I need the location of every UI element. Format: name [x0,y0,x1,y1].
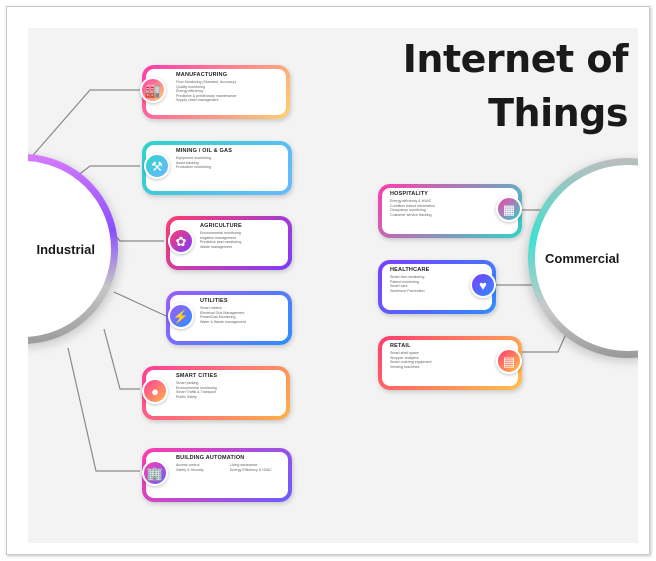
card-item: Smart meters [200,306,222,310]
card-item: Energy efficiency & HVAC [390,199,432,203]
card-utilities: UTILITIES Smart meters Electrical Grid M… [166,291,292,345]
card-title: AGRICULTURE [200,223,242,229]
card-smart-cities: SMART CITIES Smart parking Environmental… [142,366,290,420]
card-title: SMART CITIES [176,373,218,379]
card-item: Workforce Prevention [390,288,425,293]
connector-smart-cities [103,328,140,390]
card-item: Living assistance [230,463,258,467]
power-plug-icon: ⚡ [168,303,194,329]
card-items: Smart bed monitoring Patient monitoring … [390,275,462,293]
plant-icon: ✿ [168,228,194,254]
card-items: Environmental monitoring Irrigation mana… [200,231,280,249]
card-item: Smart parking [176,381,199,385]
card-agriculture: AGRICULTURE Environmental monitoring Irr… [166,216,292,270]
card-item: Power/Gas Monitoring [200,315,236,320]
card-item: Supply chain management [176,98,219,103]
card-item: Smart shelf space [390,351,419,355]
building-icon: 🏢 [142,460,168,486]
connector-agriculture [105,223,164,242]
card-item: Vending machines [390,364,420,369]
card-title: HOSPITALITY [390,191,429,197]
heart-hands-icon: ♥ [470,272,496,298]
card-manufacturing: MANUFACTURING Flow Monitoring (Standard,… [142,65,290,119]
card-item: Smart bed monitoring [390,275,425,279]
card-item: Irrigation management [200,235,236,240]
card-item: Shopper analytics [390,355,419,360]
card-item: Environmental monitoring [200,231,241,235]
card-building-automation: BUILDING AUTOMATION Access control Safet… [142,448,292,502]
card-item: Energy Efficiency & HVAC [230,467,272,472]
card-items: Access control Safety & Security Living … [176,463,280,472]
industrial-label: Industrial [36,241,95,257]
card-items: Equipment monitoring Asset tracking Prod… [176,156,280,170]
card-healthcare: HEALTHCARE Smart bed monitoring Patient … [378,260,496,314]
card-item: Predictive & preditionary maintenance [176,93,237,98]
card-item: Electrical Grid Management [200,310,245,315]
card-item: Water & Waste management [200,319,246,324]
hotel-icon: ▦ [496,196,522,222]
connector-retail [522,333,567,353]
card-item: Flow Monitoring (Standard, Accuracy) [176,80,236,84]
factory-icon: 🏭 [140,77,166,103]
card-retail: RETAIL Smart shelf space Shopper analyti… [378,336,522,390]
card-item: Occupancy monitoring [390,208,426,213]
card-item: Asset tracking [176,160,199,165]
commercial-label: Commercial [545,250,620,266]
card-item: Smart Traffic & Transport [176,390,216,395]
card-item: Waste management [200,244,233,249]
card-items: Smart shelf space Shopper analytics Smar… [390,351,488,369]
card-item: Safety & Security [176,467,204,472]
oil-rig-icon: ⚒ [144,153,170,179]
card-title: MINING / OIL & GAS [176,148,233,154]
card-item: Equipment monitoring [176,156,211,160]
card-title: BUILDING AUTOMATION [176,455,245,461]
card-items: Flow Monitoring (Standard, Accuracy) Qua… [176,80,278,103]
card-item: Production monitoring [176,165,211,170]
card-items: Smart meters Electrical Grid Management … [200,306,280,324]
card-item: Environmental monitoring [176,385,217,390]
card-item: Smart ordering equipment [390,360,432,365]
card-item: Condition based information [390,203,435,208]
card-hospitality: HOSPITALITY Energy efficiency & HVAC Con… [378,184,522,238]
title-line-1: Internet of [402,37,629,81]
traffic-light-icon: ● [142,378,168,404]
card-title: RETAIL [390,343,411,349]
card-title: HEALTHCARE [390,267,430,273]
card-item: Public Safety [176,394,197,399]
card-title: MANUFACTURING [176,72,228,78]
card-item: Patient monitoring [390,279,419,284]
card-item: Energy efficiency [176,89,204,94]
card-items: Smart parking Environmental monitoring S… [176,381,278,399]
connector-building-automation [67,347,140,472]
card-item: Access control [176,463,200,467]
card-item: Smart cars [390,284,408,289]
industrial-hub: Industrial [28,154,118,344]
card-items: Energy efficiency & HVAC Condition based… [390,199,488,217]
connector-utilities [113,291,167,317]
card-item: Customer service tracking [390,212,432,217]
card-title: UTILITIES [200,298,228,304]
connector-manufacturing [28,89,140,162]
title-line-2: Things [488,91,628,135]
card-item: Quality monitoring [176,84,205,89]
commercial-hub: Commercial [528,158,638,358]
card-mining-oil-gas: MINING / OIL & GAS Equipment monitoring … [142,141,292,195]
diagram-canvas: Internet of Things Industrial Commercial… [28,28,638,543]
card-item: Predictive pest monitoring [200,240,242,245]
storefront-icon: ▤ [496,348,522,374]
